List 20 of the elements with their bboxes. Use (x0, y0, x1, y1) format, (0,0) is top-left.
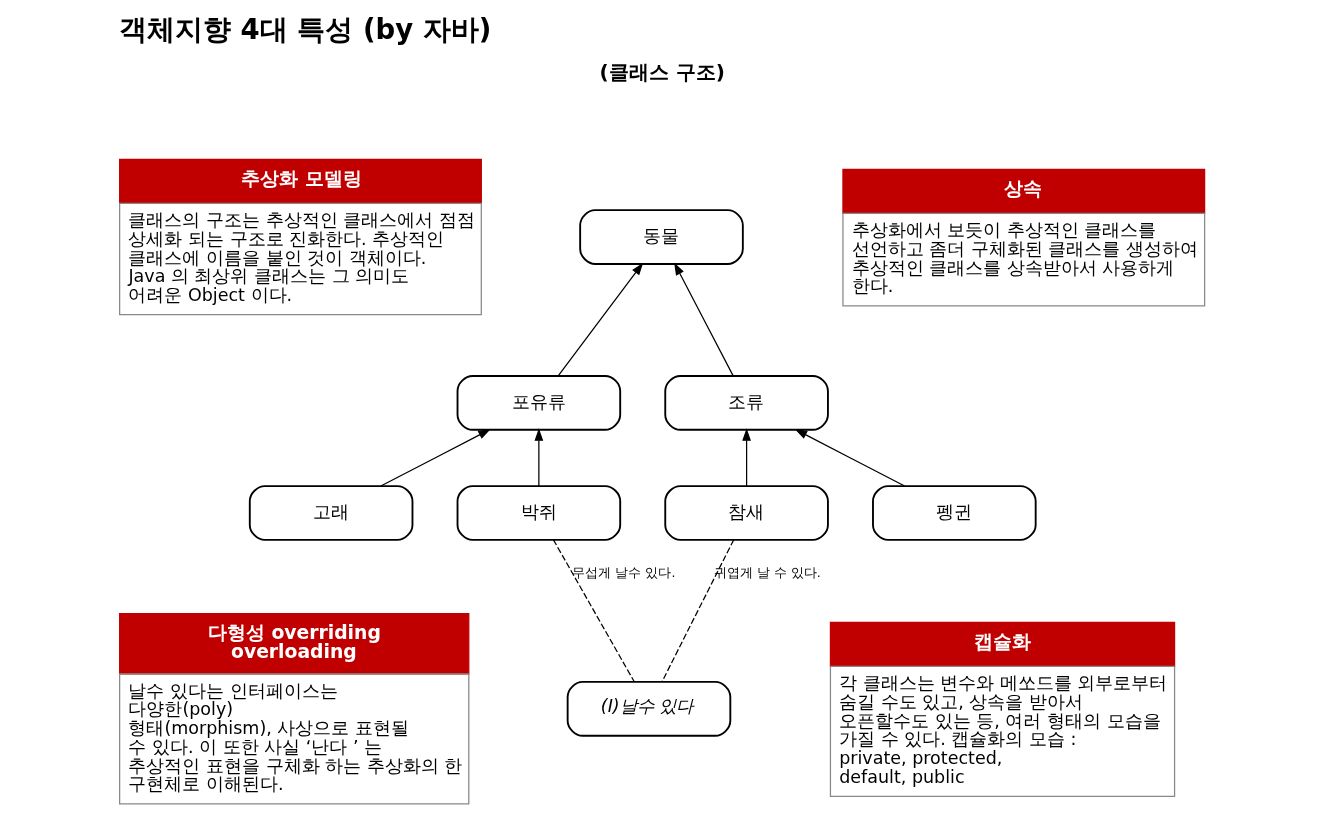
arrow (380, 429, 491, 487)
connector (661, 539, 735, 683)
arrow (794, 429, 906, 487)
node-box: (I)날수 있다 (566, 681, 732, 737)
node-box: 박쥐 (456, 485, 622, 541)
label: (클래스 구조) (599, 60, 725, 85)
edge-label: 귀엽게 날 수 있다. (713, 565, 821, 581)
node-box: 고래 (248, 485, 414, 541)
node-box: 참새 (664, 485, 829, 541)
arrow (557, 262, 644, 377)
arrow (534, 428, 544, 487)
arrow (674, 262, 734, 377)
edge-label: 무섭게 날수 있다. (572, 565, 676, 581)
arrow (742, 428, 751, 487)
node-box: 동물 (579, 209, 744, 265)
node-box: 포유류 (456, 375, 622, 431)
node-box: 조류 (664, 375, 829, 431)
node-box: 펭귄 (872, 485, 1037, 541)
connector (552, 539, 635, 683)
diagram-title: 객체지향 4대 특성 (by 자바) (119, 12, 492, 45)
